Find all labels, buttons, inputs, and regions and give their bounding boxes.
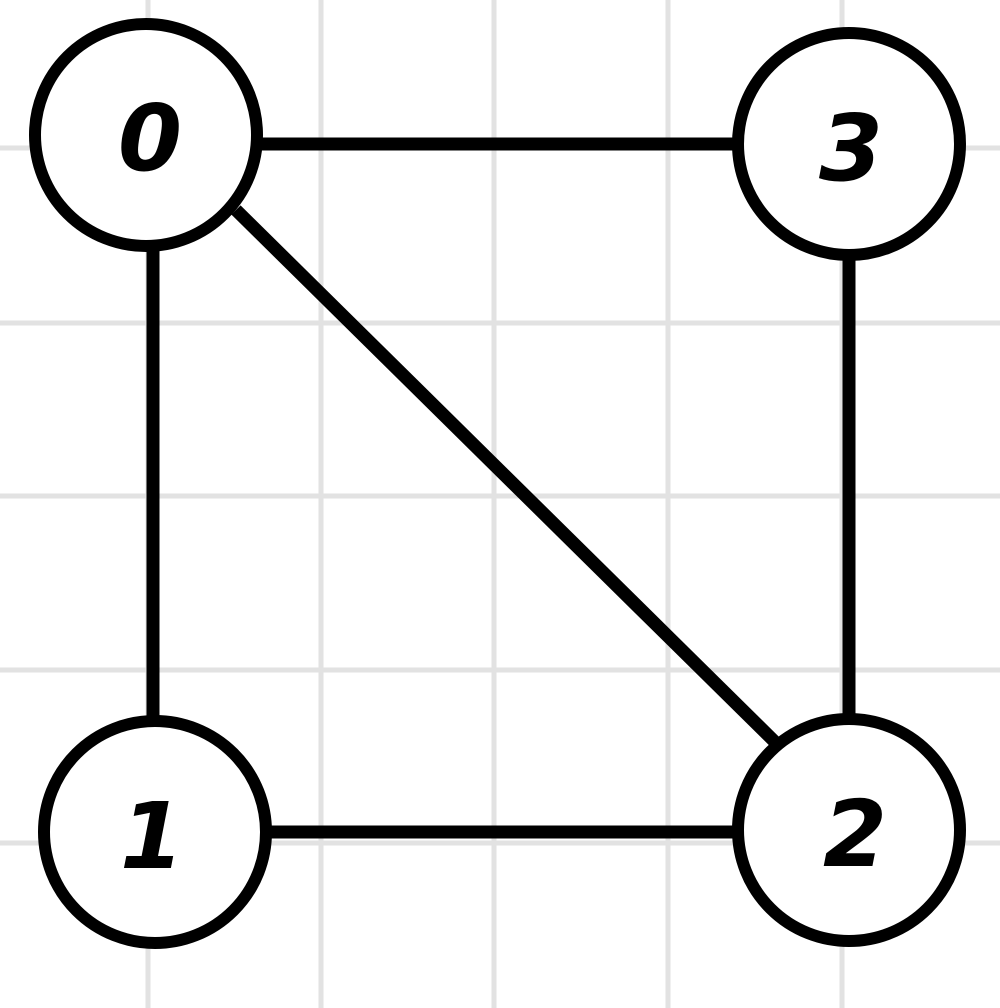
- node-3-label: 3: [819, 95, 883, 202]
- edge-0-2: [231, 205, 780, 747]
- node-1: 1: [38, 715, 272, 949]
- node-1-circle: [38, 715, 272, 949]
- node-0: 0: [29, 18, 263, 252]
- edges: [146, 137, 856, 839]
- node-1-label: 1: [120, 783, 184, 890]
- node-3: 3: [732, 27, 966, 261]
- node-2-label: 2: [823, 781, 887, 888]
- node-2-circle: [732, 713, 966, 947]
- node-0-label: 0: [118, 85, 182, 192]
- node-3-circle: [732, 27, 966, 261]
- node-0-circle: [29, 18, 263, 252]
- node-2: 2: [732, 713, 966, 947]
